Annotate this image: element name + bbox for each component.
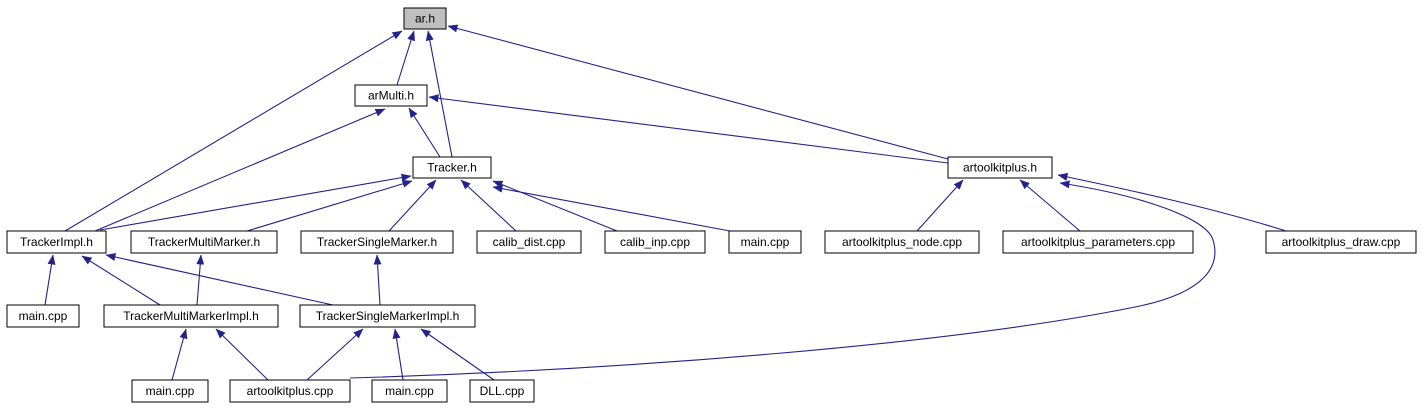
- node-label-trackerimpl_h: TrackerImpl.h: [20, 235, 93, 249]
- edge-trackermultimarkerimpl_h-to-trackermultimarker_h: [196, 254, 205, 306]
- node-box-dll_cpp[interactable]: [469, 379, 535, 403]
- edge-trackermultimarkerimpl_h-to-trackerimpl_h: [81, 255, 161, 306]
- node-label-ar_h: ar.h: [415, 12, 435, 26]
- node-trackerimpl_h[interactable]: TrackerImpl.h: [6, 230, 107, 254]
- node-label-main_cpp_2: main.cpp: [19, 309, 68, 323]
- node-box-artoolkitplus_h[interactable]: [947, 156, 1053, 179]
- node-label-calib_dist_cpp: calib_dist.cpp: [493, 235, 566, 249]
- edge-artoolkitplus_cpp-to-trackersinglemarkerimpl_h: [306, 328, 364, 381]
- node-artoolkitplus_draw_cpp[interactable]: artoolkitplus_draw.cpp: [1265, 230, 1417, 254]
- edge-trackerimpl_h-to-ar_h: [64, 30, 403, 232]
- node-box-trackermultimarker_h[interactable]: [130, 230, 278, 254]
- edge-calib_dist_cpp-to-tracker_h: [460, 179, 517, 232]
- node-label-trackermultimarkerimpl_h: TrackerMultiMarkerImpl.h: [123, 309, 259, 323]
- node-box-artoolkitplus_draw_cpp[interactable]: [1265, 230, 1417, 254]
- node-box-artoolkitplus_parameters_cpp[interactable]: [1002, 230, 1194, 254]
- node-main_cpp_1[interactable]: main.cpp: [728, 230, 802, 254]
- node-trackermultimarkerimpl_h[interactable]: TrackerMultiMarkerImpl.h: [103, 304, 279, 328]
- edge-dll_cpp-to-trackersinglemarkerimpl_h: [420, 328, 495, 381]
- edge-main_cpp_2-to-trackerimpl_h: [44, 254, 56, 306]
- node-box-calib_inp_cpp[interactable]: [604, 230, 706, 254]
- edge-main_cpp_4-to-trackersinglemarkerimpl_h: [392, 328, 404, 381]
- edge-tracker_h-to-ar_h: [425, 30, 453, 158]
- node-label-trackermultimarker_h: TrackerMultiMarker.h: [148, 235, 260, 249]
- node-box-artoolkitplus_cpp[interactable]: [229, 379, 351, 403]
- node-label-calib_inp_cpp: calib_inp.cpp: [620, 235, 690, 249]
- node-calib_dist_cpp[interactable]: calib_dist.cpp: [476, 230, 582, 254]
- node-label-trackersinglemarkerimpl_h: TrackerSingleMarkerImpl.h: [316, 309, 460, 323]
- node-label-armulti_h: arMulti.h: [368, 89, 414, 103]
- node-box-trackerimpl_h[interactable]: [6, 230, 107, 254]
- edge-trackerimpl_h-to-armulti_h: [94, 108, 386, 232]
- edge-trackersinglemarker_h-to-tracker_h: [388, 179, 437, 232]
- edge-trackermultimarker_h-to-tracker_h: [246, 179, 413, 232]
- node-label-artoolkitplus_node_cpp: artoolkitplus_node.cpp: [842, 235, 962, 249]
- edge-calib_inp_cpp-to-tracker_h: [492, 180, 618, 232]
- node-label-artoolkitplus_parameters_cpp: artoolkitplus_parameters.cpp: [1021, 235, 1175, 249]
- edge-trackerimpl_h-to-tracker_h: [99, 173, 412, 231]
- node-box-trackersinglemarkerimpl_h[interactable]: [299, 304, 476, 328]
- node-box-armulti_h[interactable]: [354, 84, 428, 107]
- edge-artoolkitplus_cpp-to-trackermultimarkerimpl_h: [215, 328, 269, 381]
- node-box-artoolkitplus_node_cpp[interactable]: [824, 230, 980, 254]
- node-label-artoolkitplus_draw_cpp: artoolkitplus_draw.cpp: [1282, 235, 1401, 249]
- node-main_cpp_4[interactable]: main.cpp: [371, 379, 448, 403]
- edge-artoolkitplus_h-to-ar_h: [447, 24, 949, 160]
- edge-artoolkitplus_parameters_cpp-to-artoolkitplus_h: [1019, 179, 1081, 232]
- node-label-dll_cpp: DLL.cpp: [480, 384, 525, 398]
- node-dll_cpp[interactable]: DLL.cpp: [469, 379, 535, 403]
- node-trackersinglemarkerimpl_h[interactable]: TrackerSingleMarkerImpl.h: [299, 304, 476, 328]
- node-box-main_cpp_1[interactable]: [728, 230, 802, 254]
- node-trackermultimarker_h[interactable]: TrackerMultiMarker.h: [130, 230, 278, 254]
- node-label-main_cpp_4: main.cpp: [385, 384, 434, 398]
- node-armulti_h[interactable]: arMulti.h: [354, 84, 428, 107]
- edge-artoolkitplus_node_cpp-to-artoolkitplus_h: [916, 179, 964, 232]
- node-tracker_h[interactable]: Tracker.h: [412, 156, 492, 179]
- node-artoolkitplus_h[interactable]: artoolkitplus.h: [947, 156, 1053, 179]
- node-box-main_cpp_4[interactable]: [371, 379, 448, 403]
- node-box-trackermultimarkerimpl_h[interactable]: [103, 304, 279, 328]
- node-artoolkitplus_node_cpp[interactable]: artoolkitplus_node.cpp: [824, 230, 980, 254]
- node-calib_inp_cpp[interactable]: calib_inp.cpp: [604, 230, 706, 254]
- node-label-main_cpp_3: main.cpp: [146, 384, 195, 398]
- edge-trackersinglemarkerimpl_h-to-trackersinglemarker_h: [373, 254, 382, 306]
- node-box-tracker_h[interactable]: [412, 156, 492, 179]
- node-box-main_cpp_3[interactable]: [131, 379, 209, 403]
- node-trackersinglemarker_h[interactable]: TrackerSingleMarker.h: [300, 230, 454, 254]
- edge-main_cpp_1-to-tracker_h: [492, 184, 731, 232]
- edge-artoolkitplus_h-to-armulti_h: [428, 94, 949, 164]
- edge-tracker_h-to-armulti_h: [408, 107, 441, 158]
- node-box-main_cpp_2[interactable]: [6, 304, 80, 328]
- edge-armulti_h-to-ar_h: [396, 30, 415, 86]
- node-label-trackersinglemarker_h: TrackerSingleMarker.h: [317, 235, 437, 249]
- node-ar_h[interactable]: ar.h: [403, 7, 447, 30]
- node-main_cpp_3[interactable]: main.cpp: [131, 379, 209, 403]
- edge-artoolkitplus_draw_cpp-to-artoolkitplus_h: [1057, 173, 1287, 232]
- node-label-artoolkitplus_h: artoolkitplus.h: [963, 161, 1037, 175]
- node-box-ar_h[interactable]: [403, 7, 447, 30]
- edge-artoolkitplus_cpp-to-artoolkitplus_h: [349, 180, 1216, 379]
- node-main_cpp_2[interactable]: main.cpp: [6, 304, 80, 328]
- node-label-tracker_h: Tracker.h: [427, 161, 477, 175]
- edge-trackersinglemarkerimpl_h-to-trackerimpl_h: [105, 253, 334, 306]
- node-artoolkitplus_parameters_cpp[interactable]: artoolkitplus_parameters.cpp: [1002, 230, 1194, 254]
- node-label-artoolkitplus_cpp: artoolkitplus.cpp: [247, 384, 334, 398]
- node-label-main_cpp_1: main.cpp: [741, 235, 790, 249]
- node-box-trackersinglemarker_h[interactable]: [300, 230, 454, 254]
- edge-main_cpp_3-to-trackermultimarkerimpl_h: [171, 328, 188, 381]
- node-artoolkitplus_cpp[interactable]: artoolkitplus.cpp: [229, 379, 351, 403]
- node-box-calib_dist_cpp[interactable]: [476, 230, 582, 254]
